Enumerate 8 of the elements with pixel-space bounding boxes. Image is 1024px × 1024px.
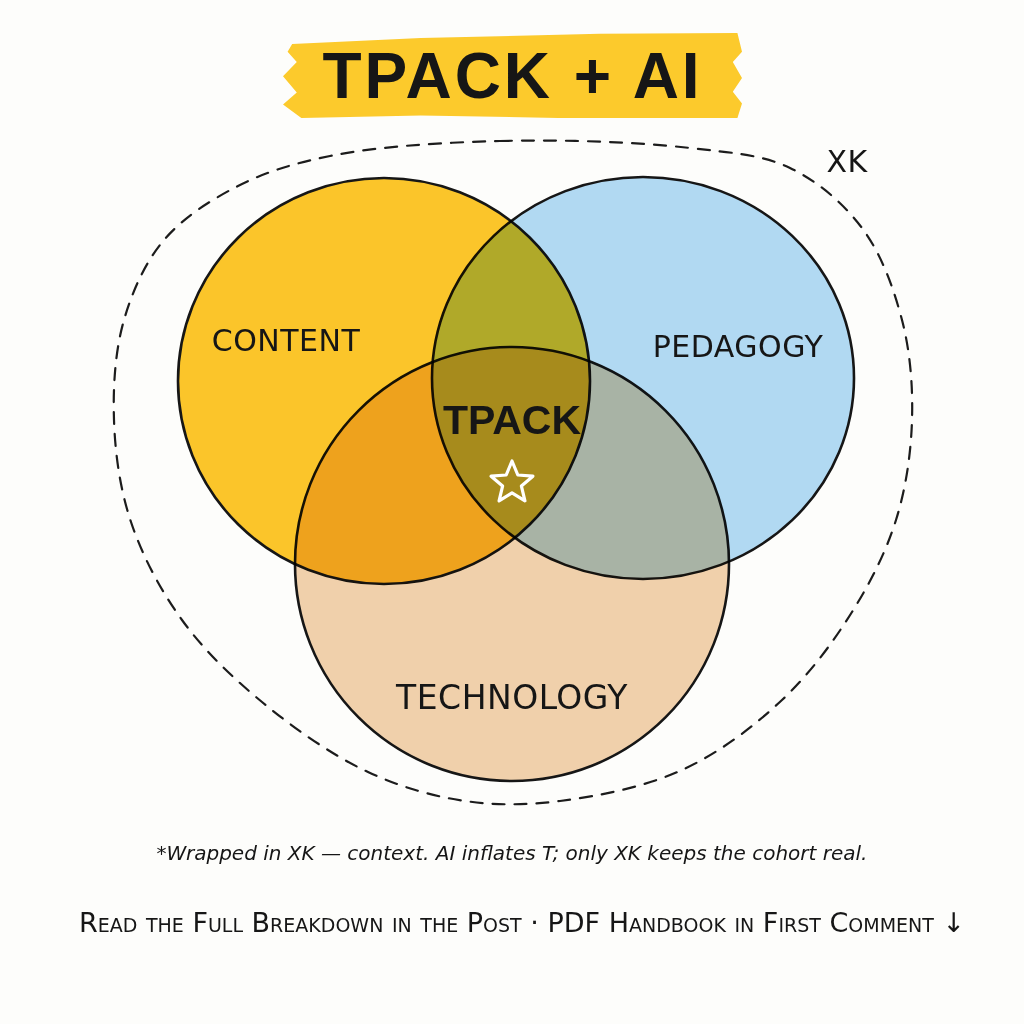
- footnote: *Wrapped in XK — context. AI inflates T; only XK keeps the cohort real.: [156, 841, 868, 865]
- boundary-label: XK: [826, 144, 868, 180]
- title: TPACK + AI: [283, 33, 742, 118]
- circle-label: CONTENT: [211, 323, 361, 359]
- call-to-action-text: Read the Full Breakdown in the Post · PDF Handbook in First Comment ↓: [78, 907, 966, 939]
- center-label: TPACK: [442, 397, 582, 445]
- circle-label: TECHNOLOGY: [396, 679, 628, 717]
- circle-label: PEDAGOGY: [652, 329, 824, 365]
